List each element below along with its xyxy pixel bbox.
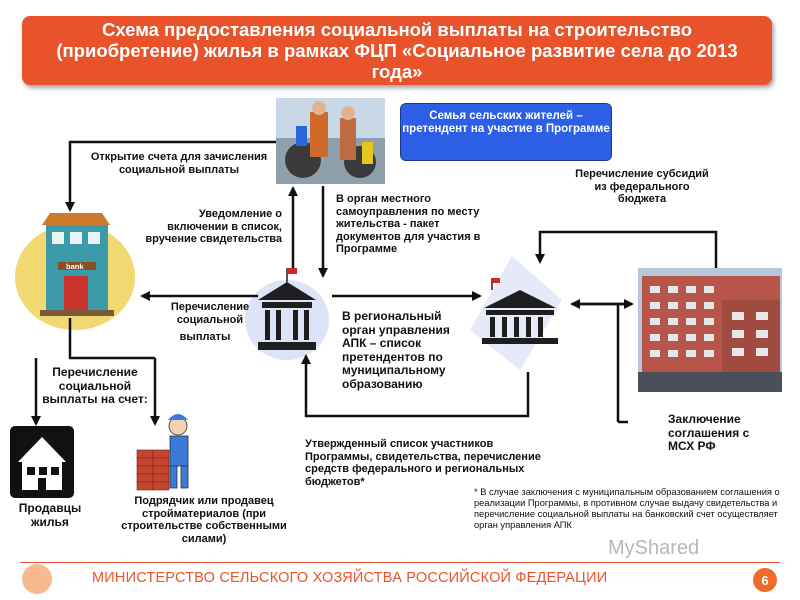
bank-illustration [15, 213, 135, 330]
label-to-local-gov: В орган местного самоуправления по месту… [336, 193, 481, 255]
label-notification: Уведомление о включении в список, вручен… [145, 208, 282, 245]
label-payment-to-account: Перечисление социальной выплаты на счет: [42, 365, 148, 406]
regional-building-illustration [470, 256, 562, 370]
bank-sign: bank [66, 262, 84, 271]
label-approved-list: Утвержденный список участников Программы… [305, 438, 541, 488]
builder-illustration [136, 414, 189, 491]
label-account-opening: Открытие счета для зачисления социальной… [90, 151, 268, 176]
label-seller: Продавцы жилья [18, 501, 82, 529]
page-number: 6 [761, 572, 769, 588]
label-regional-apk: В региональный орган управления АПК – сп… [342, 309, 450, 391]
page-title-text: Схема предоставления социальной выплаты … [56, 19, 738, 82]
footnote: * В случае заключения с муниципальным об… [474, 487, 780, 530]
flow-arrows [31, 140, 718, 426]
watermark: MyShared [608, 537, 700, 559]
municipal-building-illustration [245, 268, 329, 360]
page-title: Схема предоставления социальной выплаты … [22, 16, 772, 85]
family-photo [276, 98, 385, 184]
label-contractor: Подрядчик или продавец стройматериалов (… [121, 495, 287, 545]
label-social-payment-1: Перечисление социальной [170, 301, 250, 326]
ministry-logo-icon [22, 564, 52, 594]
family-box: Семья сельских жителей – претендент на у… [400, 103, 612, 161]
label-social-payment-2: выплаты [179, 331, 231, 343]
page-number-badge: 6 [753, 568, 777, 592]
footer-text: МИНИСТЕРСТВО СЕЛЬСКОГО ХОЗЯЙСТВА РОССИЙС… [92, 570, 608, 586]
ministry-building-photo [638, 268, 782, 392]
house-illustration [10, 426, 74, 498]
label-agreement-msh: Заключение соглашения с МСХ РФ [668, 412, 750, 453]
family-box-text: Семья сельских жителей – претендент на у… [402, 110, 610, 135]
footer-divider [20, 562, 780, 563]
label-federal-subsidies: Перечисление субсидий из федерального бю… [575, 168, 709, 205]
